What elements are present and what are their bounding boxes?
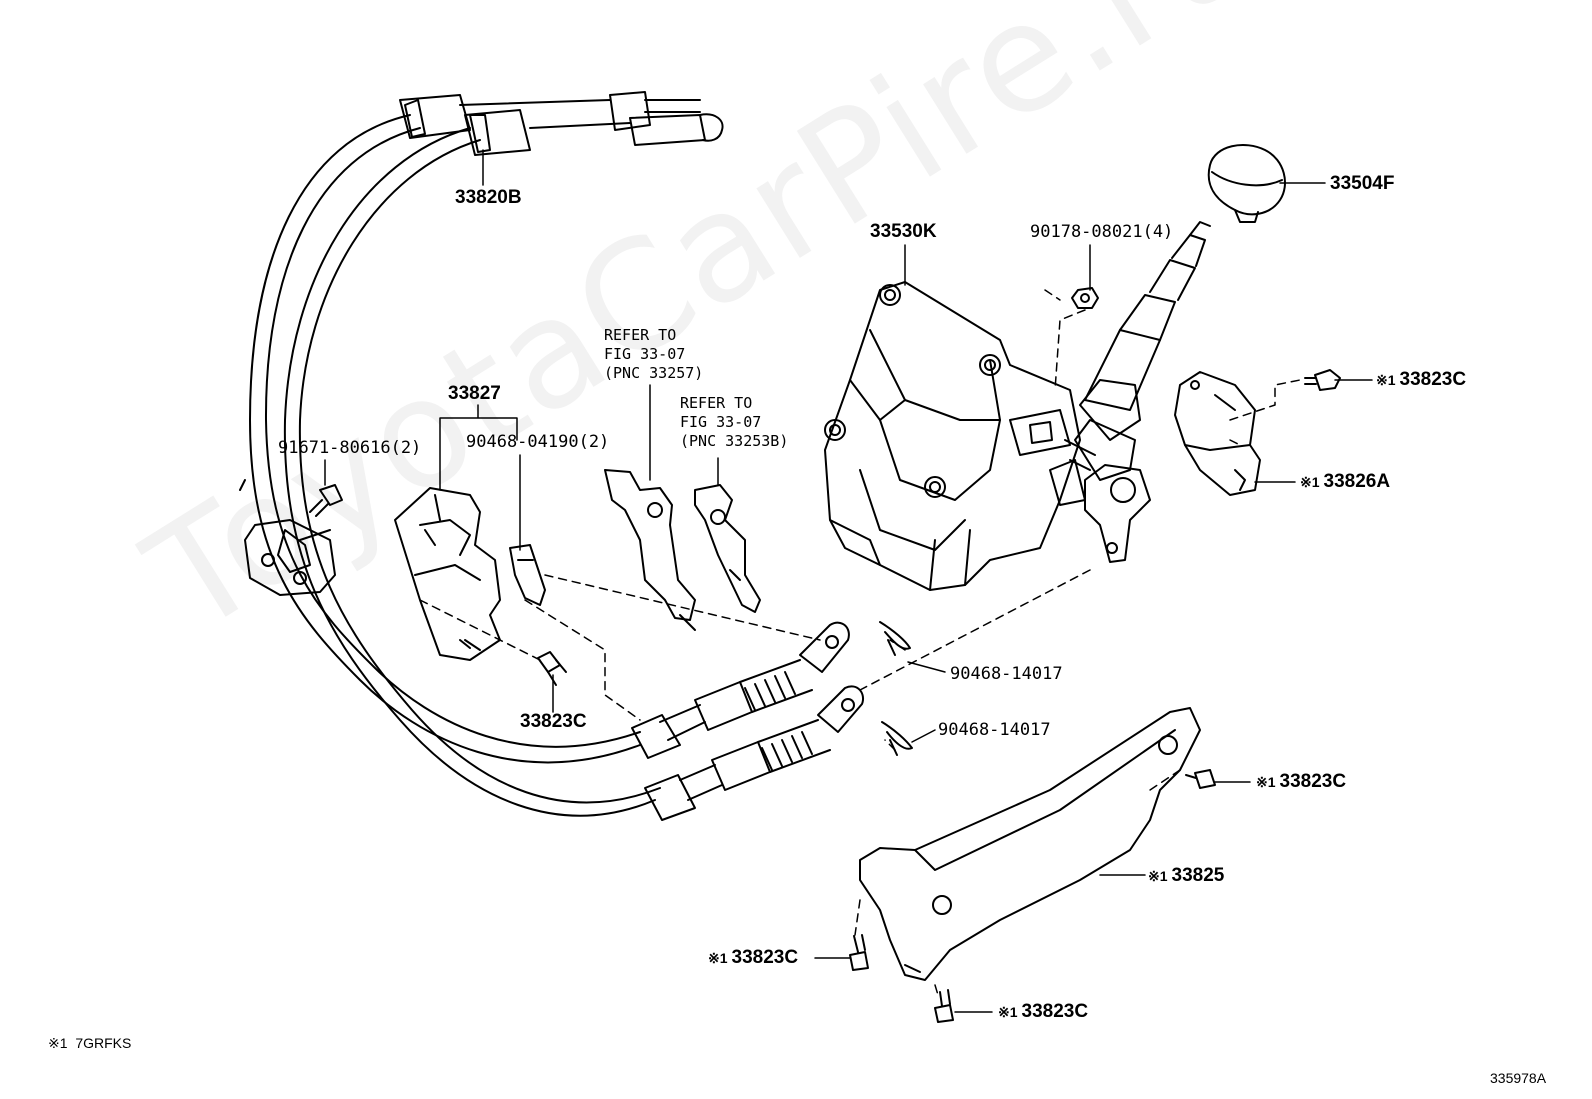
shift-lever-housing <box>824 221 1211 591</box>
label-33504F: 33504F <box>1330 173 1395 194</box>
bolt-33823C-bottom <box>934 989 954 1023</box>
label-33820B: 33820B <box>455 187 522 208</box>
marker-symbol: ※1 <box>998 1004 1018 1020</box>
label-33827: 33827 <box>448 383 501 404</box>
footnote: ※1 7GRFKS <box>48 1035 131 1052</box>
marker-symbol: ※1 <box>1300 474 1320 490</box>
bracket-33827 <box>394 487 501 661</box>
bolt-33823C-mid <box>849 934 869 971</box>
label-90468-14017-lower: 90468-14017 <box>938 720 1051 740</box>
label-90178-08021: 90178-08021(4) <box>1030 222 1174 242</box>
refer-note-33257: REFER TO FIG 33-07 (PNC 33257) <box>604 326 704 382</box>
marker-symbol: ※1 <box>1376 372 1396 388</box>
bolt-91671 <box>309 484 343 517</box>
marker-symbol: ※1 <box>708 950 728 966</box>
bracket-33826A <box>1174 369 1341 496</box>
cotter-pin-a <box>879 621 911 656</box>
nut-90178 <box>1071 287 1099 309</box>
clip-90468-04190 <box>509 544 546 606</box>
footnote-text: 7GRFKS <box>75 1035 132 1051</box>
shift-levers <box>604 469 761 631</box>
shift-knob <box>1207 144 1286 223</box>
marker-symbol: ※1 <box>1148 868 1168 884</box>
cover-33825 <box>859 707 1201 981</box>
footnote-mark: ※1 <box>48 1035 68 1051</box>
bolt-33823C-right <box>1185 769 1216 789</box>
leader-lines <box>324 149 1373 1013</box>
label-90468-04190: 90468-04190(2) <box>466 432 610 452</box>
shift-cable-assembly <box>239 91 864 821</box>
label-90468-14017-upper: 90468-14017 <box>950 664 1063 684</box>
dashed-guide-lines <box>419 289 1301 996</box>
cotter-pin-b <box>881 721 913 756</box>
label-33530K: 33530K <box>870 221 937 242</box>
bolt-33823C-left <box>537 651 567 686</box>
label-91671-80616: 91671-80616(2) <box>278 438 422 458</box>
figure-id: 335978A <box>1490 1070 1547 1086</box>
refer-note-33253B: REFER TO FIG 33-07 (PNC 33253B) <box>680 394 789 450</box>
marker-symbol: ※1 <box>1256 774 1276 790</box>
label-33823C-left: 33823C <box>520 711 587 732</box>
